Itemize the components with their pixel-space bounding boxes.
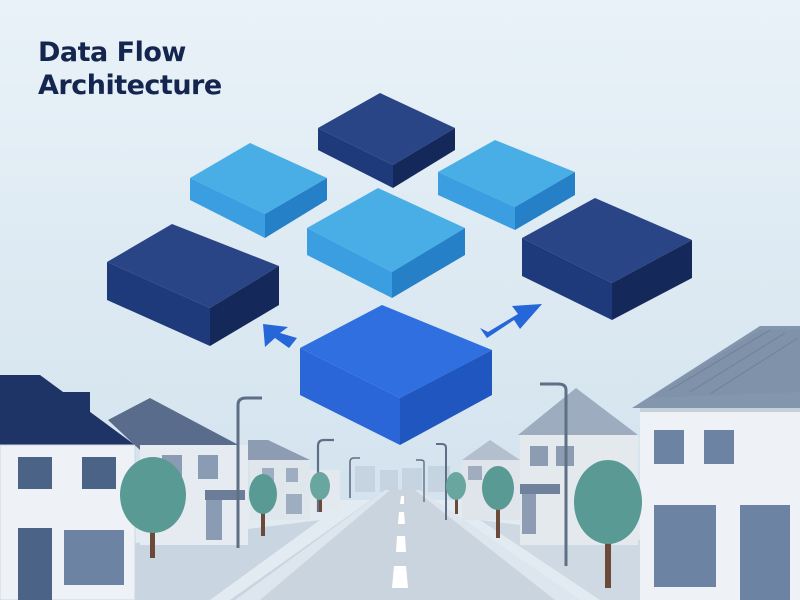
arrow-to-right-block [480, 304, 542, 338]
title-line-1: Data Flow [38, 37, 186, 68]
block-source [300, 305, 492, 445]
title-line-2: Architecture [38, 70, 222, 101]
tree-right-mid [482, 466, 514, 538]
right-house-near [632, 326, 800, 600]
block-upper-left [190, 143, 327, 238]
tree-right-near [574, 460, 642, 588]
diagram-title: Data Flow Architecture [38, 36, 222, 102]
block-top-center [318, 93, 455, 188]
distant-houses [355, 466, 450, 492]
tree-left-distant [310, 472, 330, 512]
left-house-near [0, 375, 136, 600]
right-curb [415, 490, 580, 600]
block-right [522, 198, 692, 320]
arrow-to-left-block [263, 324, 297, 348]
left-curb [235, 490, 390, 600]
block-left [107, 224, 279, 346]
tree-left-near [120, 457, 186, 558]
left-house-far [248, 440, 340, 520]
block-upper-right [438, 140, 575, 230]
road-center-line [392, 496, 408, 588]
tree-right-far [446, 472, 466, 514]
street-lights [236, 382, 568, 566]
trees [120, 457, 642, 588]
block-middle-center [307, 188, 465, 298]
tree-left-far [249, 474, 277, 536]
